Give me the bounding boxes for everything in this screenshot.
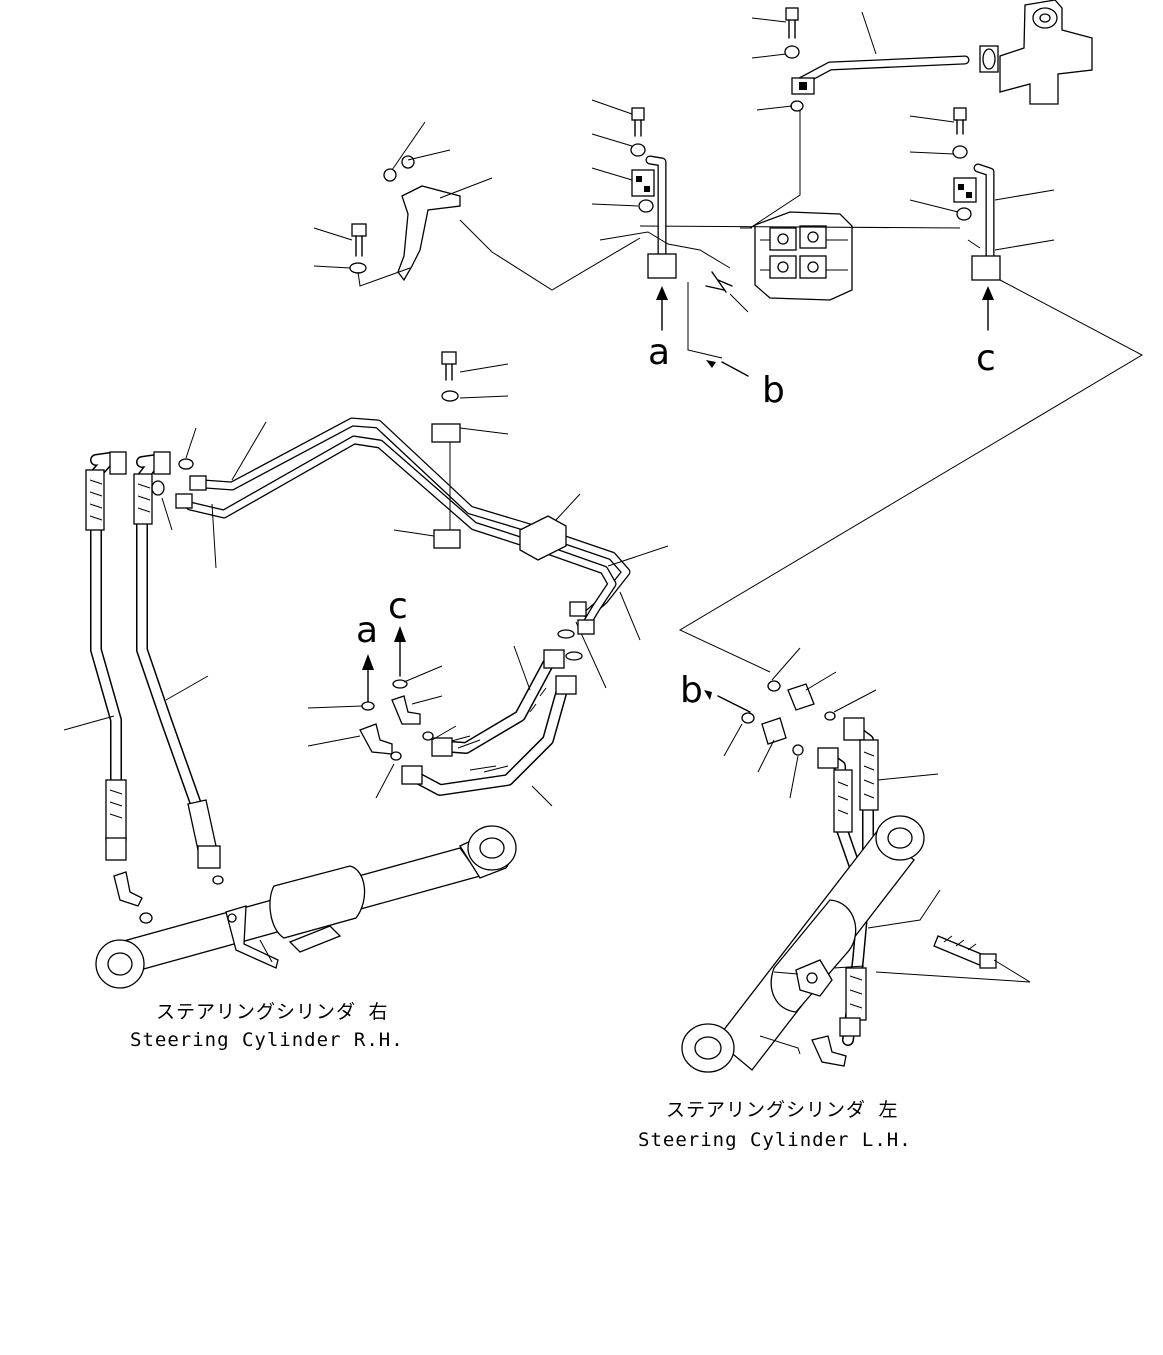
view-label-c-mid: c	[388, 586, 408, 627]
left-cylinder-caption-jp: ステアリングシリンダ 左	[666, 1099, 898, 1121]
steering-tube-assembly	[175, 351, 669, 689]
view-label-b-top: b	[762, 370, 785, 411]
view-label-c-top: c	[976, 338, 996, 379]
left-cylinder-caption-en: Steering Cylinder L.H.	[638, 1129, 912, 1151]
view-label-a-mid: a	[356, 610, 378, 651]
pipe-a-assembly	[591, 99, 749, 313]
right-cylinder-caption-jp: ステアリングシリンダ 右	[156, 1001, 388, 1023]
right-cylinder-hoses	[63, 421, 267, 885]
left-cylinder-fittings	[681, 647, 1031, 1073]
pipe-c-assembly	[909, 107, 1055, 281]
view-label-a-top: a	[648, 332, 670, 373]
right-steering-cylinder	[95, 825, 517, 989]
control-valve	[754, 211, 853, 301]
top-flange-fitting	[979, 0, 1093, 105]
view-label-b-right: b	[680, 670, 703, 711]
mounting-bracket	[313, 121, 641, 291]
right-cylinder-caption-en: Steering Cylinder R.H.	[130, 1029, 404, 1051]
center-hoses	[307, 645, 577, 807]
top-valve-assembly	[313, 0, 1144, 673]
